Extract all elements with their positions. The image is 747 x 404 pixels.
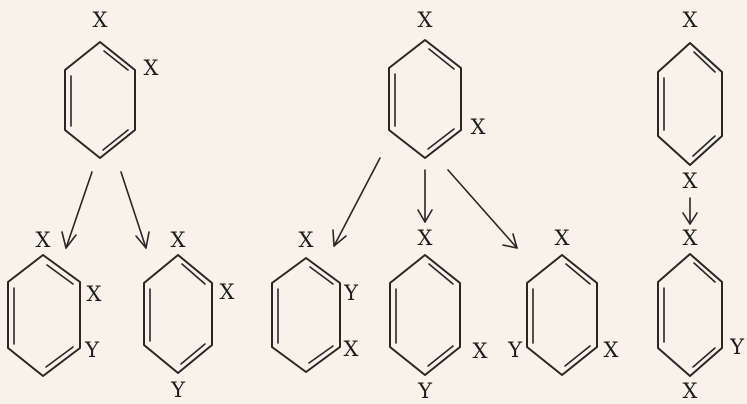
label-x: X (171, 228, 186, 252)
label-x: X (683, 8, 698, 32)
label-x: X (299, 228, 314, 252)
label-x: X (418, 226, 433, 250)
label-x: X (144, 56, 159, 80)
label-x: X (473, 339, 488, 363)
label-y: Y (417, 379, 433, 403)
ring-meta-product-3 (526, 254, 598, 376)
ring-ortho-product-2 (143, 254, 213, 374)
ring-ortho-parent (64, 41, 136, 159)
label-y: Y (84, 338, 100, 362)
arrow-meta-center (417, 169, 433, 223)
label-x: X (344, 337, 359, 361)
label-y: Y (507, 338, 523, 362)
ring-para-product (657, 253, 723, 377)
label-x: X (683, 226, 698, 250)
label-x: X (683, 379, 698, 403)
label-x: X (555, 226, 570, 250)
label-x: X (36, 228, 51, 252)
label-x: X (604, 338, 619, 362)
label-x: X (683, 169, 698, 193)
ring-meta-parent (388, 39, 462, 159)
ring-meta-product-1 (271, 257, 341, 373)
ring-para-parent (657, 42, 723, 166)
arrow-ortho-left (61, 171, 93, 249)
label-y: Y (343, 281, 359, 305)
ring-ortho-product-1 (7, 254, 81, 377)
arrow-meta-left (332, 157, 381, 247)
label-y: Y (170, 378, 186, 402)
arrow-ortho-right (120, 171, 150, 249)
arrow-meta-right (447, 169, 518, 249)
label-y: Y (729, 335, 745, 359)
ring-meta-product-2 (389, 254, 461, 376)
label-x: X (220, 280, 235, 304)
label-x: X (87, 282, 102, 306)
arrow-para-down (682, 197, 698, 225)
label-x: X (418, 8, 433, 32)
label-x: X (471, 115, 486, 139)
label-x: X (93, 8, 108, 32)
